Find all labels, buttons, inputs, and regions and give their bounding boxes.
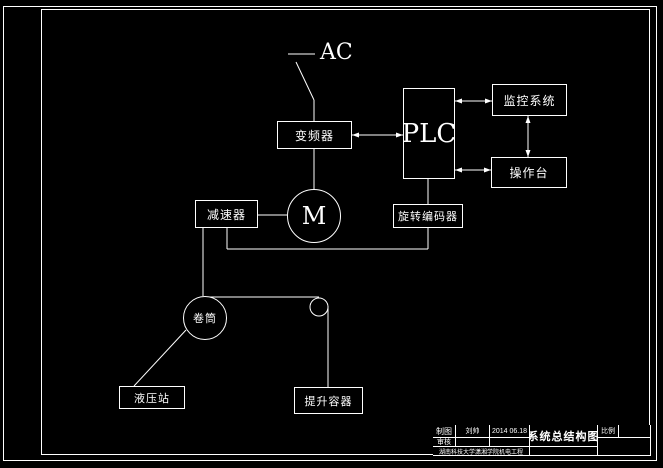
titleblock-drafter-label: 制图 — [433, 425, 456, 438]
arrowhead — [525, 116, 531, 123]
titleblock-checker-label: 审核 — [433, 438, 456, 447]
titleblock-empty-cell — [598, 438, 650, 455]
outer-border — [3, 6, 657, 461]
operator-console-box: 操作台 — [491, 157, 567, 188]
titleblock-scale-label: 比例 — [598, 425, 619, 438]
arrowhead — [455, 167, 462, 173]
arrowhead — [396, 132, 403, 138]
arrowhead — [525, 150, 531, 157]
titleblock-date: 2014 06.18 — [490, 425, 530, 438]
switch-blade — [295, 61, 315, 101]
rotary-encoder-box: 旋转编码器 — [393, 204, 463, 228]
plc-box: PLC — [402, 88, 456, 179]
monitor-system-box: 监控系统 — [492, 84, 567, 116]
arrowhead — [485, 98, 492, 104]
titleblock-empty-cell — [530, 447, 598, 455]
hoist-container-box: 提升容器 — [294, 387, 363, 414]
arrowhead — [455, 98, 462, 104]
inner-border — [41, 9, 650, 455]
titleblock-empty-cell — [619, 425, 650, 438]
titleblock-drawing-title: 系统总结构图 — [530, 425, 598, 447]
reducer-box: 减速器 — [195, 200, 258, 228]
motor-circle: M — [287, 189, 341, 243]
hydraulic-station-box: 液压站 — [119, 386, 185, 409]
arrowhead — [352, 132, 359, 138]
arrowhead — [484, 167, 491, 173]
titleblock-drafter-name: 刘帅 — [456, 425, 490, 438]
link-drum-hydraulic — [133, 329, 187, 387]
drum-circle: 卷筒 — [183, 296, 227, 340]
titleblock-school: 湖南科技大学潇湘学院机电工程 — [433, 447, 530, 455]
inverter-box: 变频器 — [277, 121, 352, 149]
ac-label: AC — [320, 40, 353, 65]
titleblock-empty-cell — [456, 438, 490, 447]
pulley-circle — [309, 297, 329, 317]
titleblock-empty-cell — [490, 438, 530, 447]
